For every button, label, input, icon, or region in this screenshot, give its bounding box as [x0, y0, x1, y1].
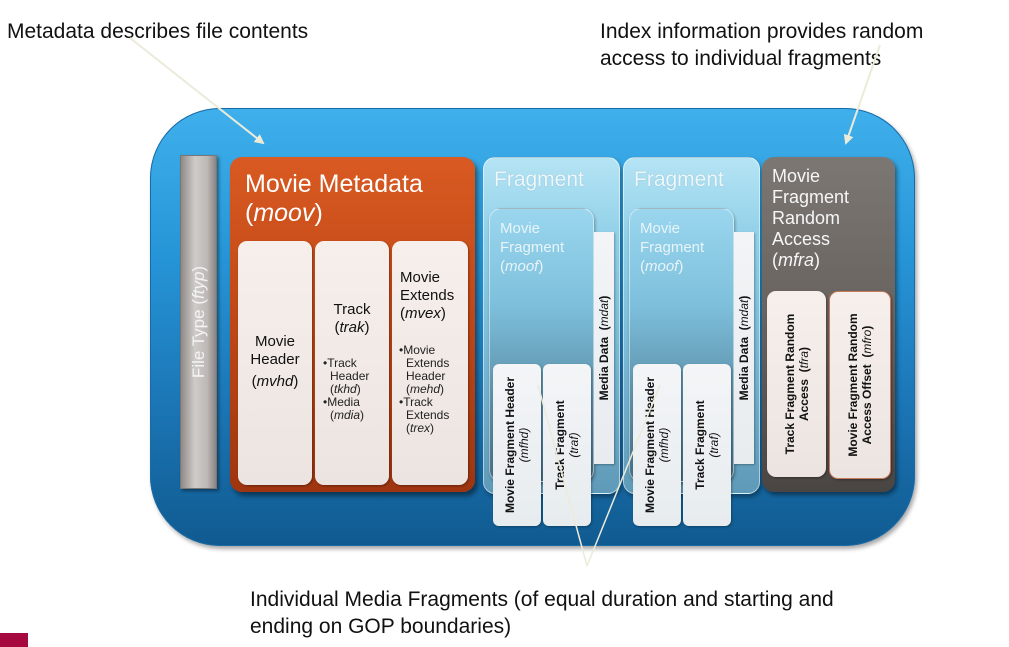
callout-index-line1: Index information provides random: [600, 20, 924, 43]
callout-fragments-line1: Individual Media Fragments (of equal dur…: [250, 588, 834, 611]
mdat-box: Media Data (mdat): [734, 232, 754, 464]
fragment-box: Fragment Movie Fragment (moof) Movie Fra…: [623, 157, 760, 526]
mfra-title: Movie Fragment Random Access (mfra): [772, 166, 850, 270]
callout-fragments-line2: ending on GOP boundaries): [250, 615, 512, 638]
moof-box: Movie Fragment (moof) Movie Fragment Hea…: [489, 208, 594, 526]
trak-title: Track (trak): [333, 301, 371, 336]
metadata-arrow: [129, 37, 265, 145]
traf-box: Track Fragment (traf): [683, 364, 731, 526]
callout-fragments: Individual Media Fragments (of equal dur…: [250, 586, 834, 640]
mdat-box: Media Data (mdat): [594, 232, 614, 464]
mfro-box: Movie Fragment Random Access Offset (mfr…: [829, 291, 891, 479]
mvex-box: Movie Extends (mvex) •Movie Extends Head…: [392, 241, 468, 485]
accent-bar: [0, 633, 28, 647]
mvhd-title: Movie Header (mvhd): [250, 333, 300, 390]
moof-title: Movie Fragment (moof): [640, 220, 705, 275]
trak-box: Track (trak) •Track Header (tkhd) •Media…: [315, 241, 389, 485]
mfhd-box: Movie Fragment Header (mfhd): [493, 364, 541, 526]
fragment-pointer-line-2: [586, 384, 661, 567]
mvhd-box: Movie Header (mvhd): [238, 241, 312, 485]
tkhd-item: •Track: [323, 356, 357, 370]
moof-title: Movie Fragment (moof): [500, 220, 565, 275]
fragment-title: Fragment: [494, 168, 584, 191]
trex-item: •Track: [399, 395, 433, 409]
ftyp-box: File Type (ftyp): [180, 155, 217, 489]
index-arrow: [843, 44, 881, 145]
callout-metadata: Metadata describes file contents: [7, 20, 309, 43]
moof-box: Movie Fragment (moof) Movie Fragment Hea…: [629, 208, 734, 526]
moov-title: Movie Metadata (moov): [245, 170, 423, 227]
mvex-items: •Movie Extends Header (mehd) •Track Exte…: [399, 344, 468, 435]
fragment-box: Fragment Movie Fragment (moof) Movie Fra…: [483, 157, 620, 526]
callout-index-line2: access to individual fragments: [600, 47, 882, 70]
traf-box: Track Fragment (traf): [543, 364, 591, 526]
callout-index: Index information provides random access…: [600, 18, 923, 72]
mvex-title: Movie Extends (mvex): [400, 269, 455, 322]
tfra-box: Track Fragment Random Access (tfra): [767, 291, 826, 477]
fragment-pointer-line-1: [537, 384, 588, 567]
trak-items: •Track Header (tkhd) •Media (mdia): [323, 357, 389, 422]
mdia-item: •Media: [323, 395, 360, 409]
fragment-title: Fragment: [634, 168, 724, 191]
mehd-item: •Movie: [399, 343, 436, 357]
